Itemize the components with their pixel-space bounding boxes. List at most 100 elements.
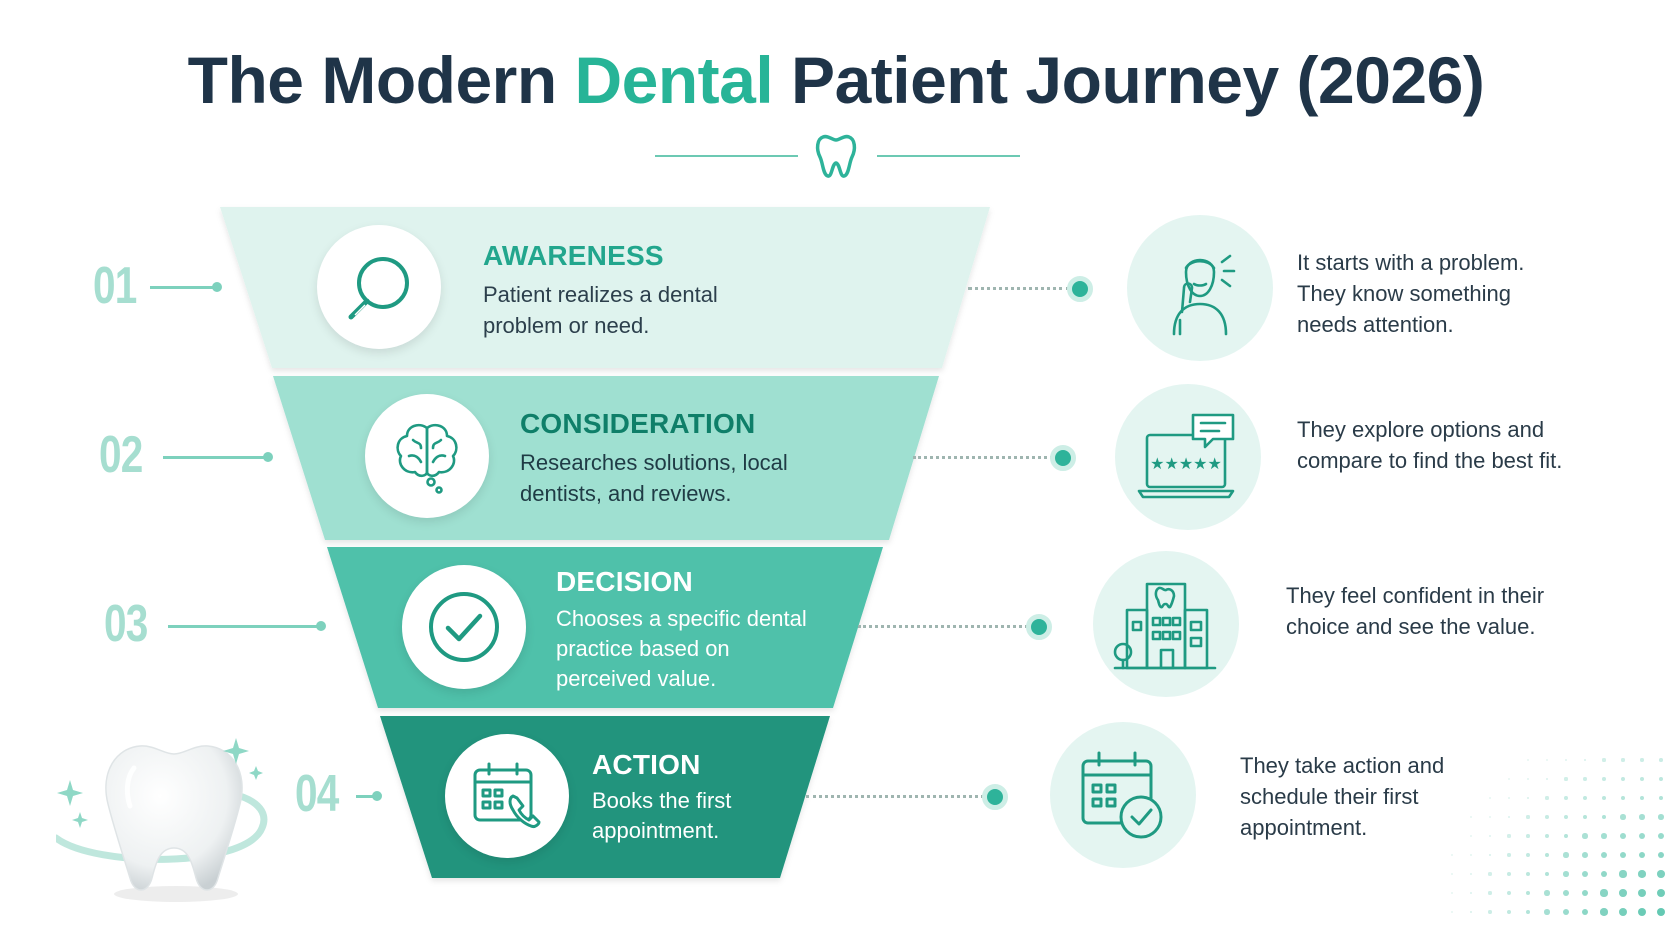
stage-number-4: 04 bbox=[295, 765, 339, 823]
halftone-dot bbox=[1659, 758, 1663, 762]
halftone-dot bbox=[1658, 814, 1664, 820]
person-headache-icon bbox=[1172, 254, 1236, 336]
halftone-dot bbox=[1544, 833, 1550, 839]
halftone-dot bbox=[1469, 872, 1473, 876]
halftone-dot bbox=[1526, 796, 1530, 800]
halftone-dot bbox=[1601, 795, 1607, 801]
halftone-dot bbox=[1600, 908, 1608, 916]
stage-2-right-circle: ★★★★★ bbox=[1115, 384, 1261, 530]
halftone-dot bbox=[1544, 871, 1550, 877]
stage-title-awareness: AWARENESS bbox=[483, 240, 664, 271]
halftone-dot bbox=[1563, 833, 1569, 839]
halftone-dot bbox=[1469, 853, 1473, 857]
halftone-dot bbox=[1601, 833, 1607, 839]
halftone-dot bbox=[1507, 815, 1511, 819]
stage-desc-action: Books the first appointment. bbox=[592, 788, 732, 843]
stage-2-connector-dot bbox=[1050, 445, 1076, 471]
halftone-dot bbox=[1470, 835, 1472, 837]
title-part-2: Patient Journey (2026) bbox=[773, 43, 1485, 117]
halftone-dot bbox=[1583, 758, 1587, 762]
halftone-dot bbox=[1451, 854, 1453, 856]
halftone-dot bbox=[1563, 871, 1569, 877]
halftone-dot bbox=[1602, 777, 1606, 781]
stage-title-decision: DECISION bbox=[556, 566, 693, 597]
stage-title-consideration: CONSIDERATION bbox=[520, 408, 756, 439]
halftone-dot bbox=[1621, 758, 1625, 762]
stage-2-number-dot bbox=[263, 452, 273, 462]
halftone-dot bbox=[1470, 816, 1472, 818]
halftone-dot bbox=[1451, 873, 1453, 875]
halftone-dot bbox=[1638, 889, 1646, 897]
stage-desc-awareness: Patient realizes a dental problem or nee… bbox=[483, 282, 718, 338]
stage-2-right-text: They explore options and compare to find… bbox=[1297, 417, 1563, 473]
stage-1-number-dot bbox=[212, 282, 222, 292]
stage-1-connector-dot bbox=[1067, 276, 1093, 302]
halftone-dot bbox=[1545, 796, 1549, 800]
halftone-dot bbox=[1488, 834, 1492, 838]
stage-3-right-text: They feel confident in their choice and … bbox=[1286, 583, 1545, 639]
stage-1-right-text: It starts with a problem. They know some… bbox=[1297, 250, 1525, 337]
stage-3-icon-circle bbox=[402, 565, 526, 689]
stage-1-number-line bbox=[150, 286, 216, 289]
stage-4-connector bbox=[806, 795, 991, 798]
halftone-dot bbox=[1525, 852, 1530, 857]
stage-1-right-circle bbox=[1127, 215, 1273, 361]
halftone-dot bbox=[1545, 777, 1549, 781]
halftone-dot bbox=[1581, 889, 1589, 897]
svg-text:★★★★★: ★★★★★ bbox=[1150, 454, 1222, 473]
halftone-dot bbox=[1638, 870, 1646, 878]
title-part-1: The Modern bbox=[187, 43, 575, 117]
halftone-dot bbox=[1563, 814, 1569, 820]
halftone-dot bbox=[1619, 870, 1627, 878]
halftone-dot bbox=[1658, 795, 1664, 801]
halftone-dot bbox=[1656, 907, 1666, 917]
stage-1-connector bbox=[968, 287, 1070, 290]
halftone-dot bbox=[1545, 815, 1549, 819]
halftone-dot bbox=[1507, 796, 1511, 800]
title-accent: Dental bbox=[574, 43, 774, 117]
halftone-dot bbox=[1564, 777, 1568, 781]
stage-4-icon-circle bbox=[445, 734, 569, 858]
halftone-dot bbox=[1526, 815, 1530, 819]
page-title: The Modern Dental Patient Journey (2026) bbox=[0, 42, 1672, 118]
halftone-dot bbox=[1657, 832, 1665, 840]
stage-number-3: 03 bbox=[104, 595, 148, 653]
brain-thinking-icon bbox=[396, 423, 458, 494]
calendar-phone-icon bbox=[473, 762, 541, 828]
halftone-dot bbox=[1562, 908, 1570, 916]
halftone-dot bbox=[1601, 814, 1607, 820]
stage-3-right-circle bbox=[1093, 551, 1239, 697]
stage-4-connector-dot bbox=[982, 784, 1008, 810]
halftone-dot bbox=[1581, 908, 1589, 916]
halftone-dot bbox=[1583, 777, 1587, 781]
halftone-dot bbox=[1488, 910, 1492, 914]
halftone-dot bbox=[1507, 853, 1511, 857]
halftone-dot bbox=[1489, 797, 1491, 799]
halftone-dot bbox=[1637, 907, 1647, 917]
stage-3-number-dot bbox=[316, 621, 326, 631]
halftone-dot bbox=[1506, 909, 1512, 915]
stage-title-action: ACTION bbox=[592, 749, 701, 780]
halftone-dot bbox=[1507, 872, 1511, 876]
halftone-dot bbox=[1638, 832, 1646, 840]
magnifier-icon bbox=[348, 257, 409, 320]
dental-clinic-building-icon bbox=[1113, 582, 1217, 670]
halftone-dot bbox=[1657, 870, 1665, 878]
halftone-dot bbox=[1488, 815, 1492, 819]
halftone-dot bbox=[1620, 814, 1626, 820]
halftone-dot bbox=[1544, 852, 1550, 858]
halftone-dot bbox=[1526, 834, 1530, 838]
halftone-dot bbox=[1620, 833, 1626, 839]
halftone-dot bbox=[1600, 870, 1608, 878]
halftone-dot bbox=[1620, 795, 1626, 801]
halftone-dot bbox=[1582, 833, 1588, 839]
halftone-dot bbox=[1638, 851, 1646, 859]
halftone-dot bbox=[1488, 891, 1492, 895]
decorative-tooth-icon bbox=[56, 738, 268, 902]
halftone-dot bbox=[1619, 908, 1627, 916]
halftone-dot bbox=[1450, 910, 1454, 914]
title-divider-left bbox=[655, 155, 798, 157]
halftone-dot bbox=[1544, 890, 1550, 896]
halftone-dot bbox=[1639, 795, 1645, 801]
halftone-dot bbox=[1656, 888, 1666, 898]
